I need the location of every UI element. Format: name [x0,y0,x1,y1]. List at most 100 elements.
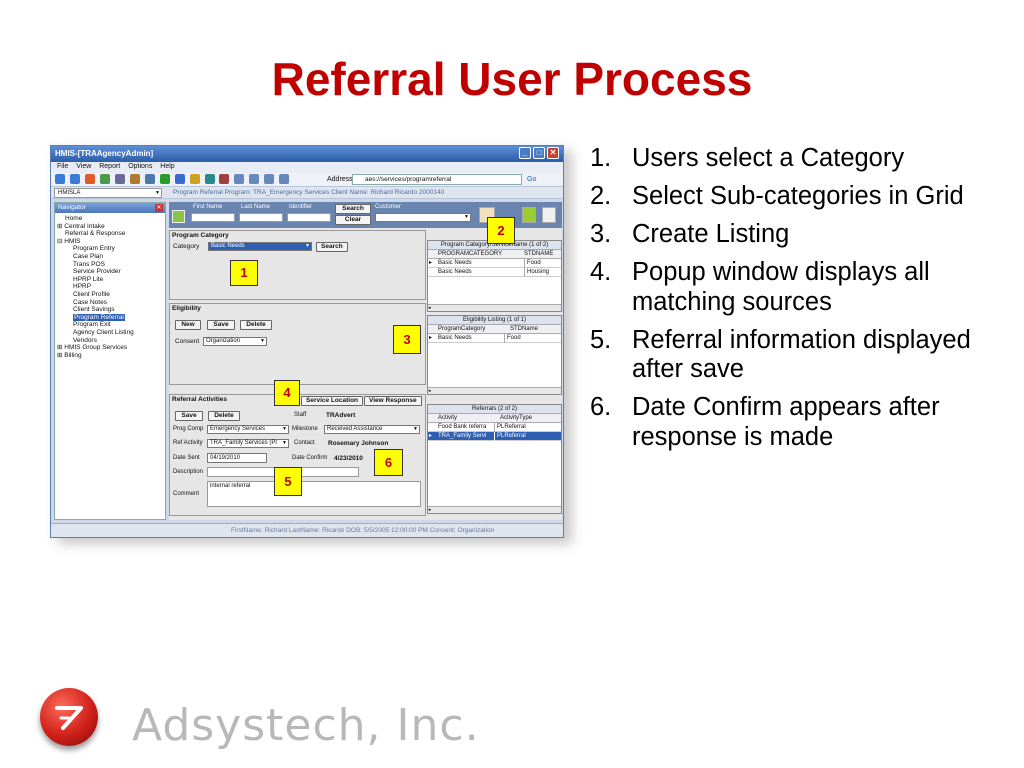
horizontal-scrollbar[interactable]: ◂ [428,387,561,394]
horizontal-scrollbar[interactable]: ◂ [428,304,561,311]
list-item: 1.Users select a Category [590,144,905,172]
new-button[interactable]: New [175,320,201,330]
description-label: Description [173,469,204,475]
view-response-button[interactable]: View Response [364,396,422,406]
list-item: 5.Referral information displayed after s… [590,325,971,384]
nav-item-referral-response[interactable]: Referral & Response [65,230,126,238]
date-sent-field[interactable]: 04/19/2010 [207,453,267,463]
staff-value: TRAdvert [326,412,356,419]
back-icon[interactable] [55,174,65,184]
category-select[interactable]: Basic Needs [208,242,312,251]
person-icon[interactable] [542,207,556,223]
consent-select[interactable]: Organization [203,337,267,346]
nav-item-case-plan[interactable]: Case Plan [73,252,103,260]
prev-record-icon[interactable] [249,174,260,184]
settings-icon[interactable] [144,174,155,184]
referral-delete-button[interactable]: Delete [208,411,240,421]
last-record-icon[interactable] [279,174,290,184]
nav-item-home[interactable]: Home [65,215,83,222]
clear-button[interactable]: Clear [335,215,371,225]
prog-comp-label: Prog Comp [173,426,204,432]
navigator-panel: Navigator ✕ Home ⊞ Central Intake Referr… [54,202,166,520]
company-name: Adsystech, Inc. [132,700,480,751]
help-icon[interactable] [219,174,230,184]
minimize-icon[interactable]: _ [519,147,531,159]
nav-item-billing[interactable]: ⊞ Billing [57,351,82,359]
first-record-icon[interactable] [234,174,245,184]
next-record-icon[interactable] [264,174,275,184]
save-icon[interactable] [159,174,170,184]
nav-item-client-savings[interactable]: Client Savings [73,306,115,314]
nav-item-vendors[interactable]: Vendors [73,336,97,344]
date-confirm-value: 4/23/2010 [334,455,363,462]
workspace-select[interactable]: HMISLA [54,188,162,198]
eligibility-panel: Eligibility New Save Delete Consent Orga… [169,303,426,385]
category-search-button[interactable]: Search [316,242,348,252]
refresh-icon[interactable] [99,174,110,184]
last-name-input[interactable] [239,213,283,222]
report-icon[interactable] [204,174,215,184]
eligibility-save-button[interactable]: Save [207,320,235,330]
ref-activity-select[interactable]: TRA_Family Services (Pr [207,439,289,448]
nav-item-service-provider[interactable]: Service Provider [73,268,121,276]
comment-textarea[interactable]: internal referral [207,481,421,507]
forward-icon[interactable] [69,174,80,184]
callout-6: 6 [374,449,403,476]
nav-item-hprp-lite[interactable]: HPRP Lite [73,275,104,283]
nav-item-program-referral[interactable]: Program Referral [73,313,125,322]
address-field[interactable]: aes://services/programreferral [352,174,522,185]
print-icon[interactable] [114,174,125,184]
navigator-tree: Home ⊞ Central Intake Referral & Respons… [55,213,165,361]
close-icon[interactable]: ✕ [155,204,163,212]
first-name-input[interactable] [191,213,235,222]
nav-item-central-intake[interactable]: ⊞ Central Intake [57,222,105,230]
nav-item-hmis-group-services[interactable]: ⊞ HMIS Group Services [57,344,128,352]
nav-item-client-profile[interactable]: Client Profile [73,290,110,298]
globe-icon[interactable] [174,174,185,184]
date-sent-label: Date Sent [173,455,200,461]
mail-icon[interactable] [189,174,200,184]
menu-view[interactable]: View [76,163,92,170]
nav-item-program-exit[interactable]: Program Exit [73,321,111,329]
service-location-button[interactable]: Service Location [301,396,364,406]
nav-item-hprp[interactable]: HPRP [73,283,92,291]
list-item: 4.Popup window displays all matching sou… [590,258,930,316]
contact-value: Rosemary Johnson [328,440,389,447]
horizontal-scrollbar[interactable]: ◂ [428,506,561,513]
tools-icon[interactable] [129,174,140,184]
search-button[interactable]: Search [335,204,371,214]
delete-icon[interactable] [84,174,95,184]
nav-item-trans-pos[interactable]: Trans POS [73,260,105,268]
refresh-icon[interactable] [522,207,536,223]
company-logo [40,688,98,746]
breadcrumb: Program Referral Program: TRA_Emergency … [173,189,445,196]
nav-item-hmis[interactable]: ⊟ HMIS [57,237,81,245]
menu-file[interactable]: File [57,163,69,170]
identifier-label: Identifier [289,204,313,210]
maximize-icon[interactable]: □ [533,147,545,159]
eligibility-delete-button[interactable]: Delete [240,320,272,330]
first-name-label: First Name [193,204,223,210]
go-button[interactable]: Go [527,176,537,183]
menu-help[interactable]: Help [160,163,175,170]
comment-label: Comment [173,491,200,497]
close-icon[interactable]: ✕ [547,147,559,159]
menu-report[interactable]: Report [99,163,121,170]
menu-options[interactable]: Options [128,163,153,170]
nav-item-program-entry[interactable]: Program Entry [73,245,115,253]
milestone-select[interactable]: Received Assistance [324,425,420,434]
nav-item-case-notes[interactable]: Case Notes [73,298,107,306]
identifier-input[interactable] [287,213,331,222]
steps-list: 1.Users select a Category 2.Select Sub-c… [590,144,980,461]
customer-select[interactable] [375,213,471,222]
prog-comp-select[interactable]: Emergency Services [207,425,289,434]
referral-save-button[interactable]: Save [175,411,203,421]
nav-item-agency-client-listing[interactable]: Agency Client Listing [73,328,134,336]
